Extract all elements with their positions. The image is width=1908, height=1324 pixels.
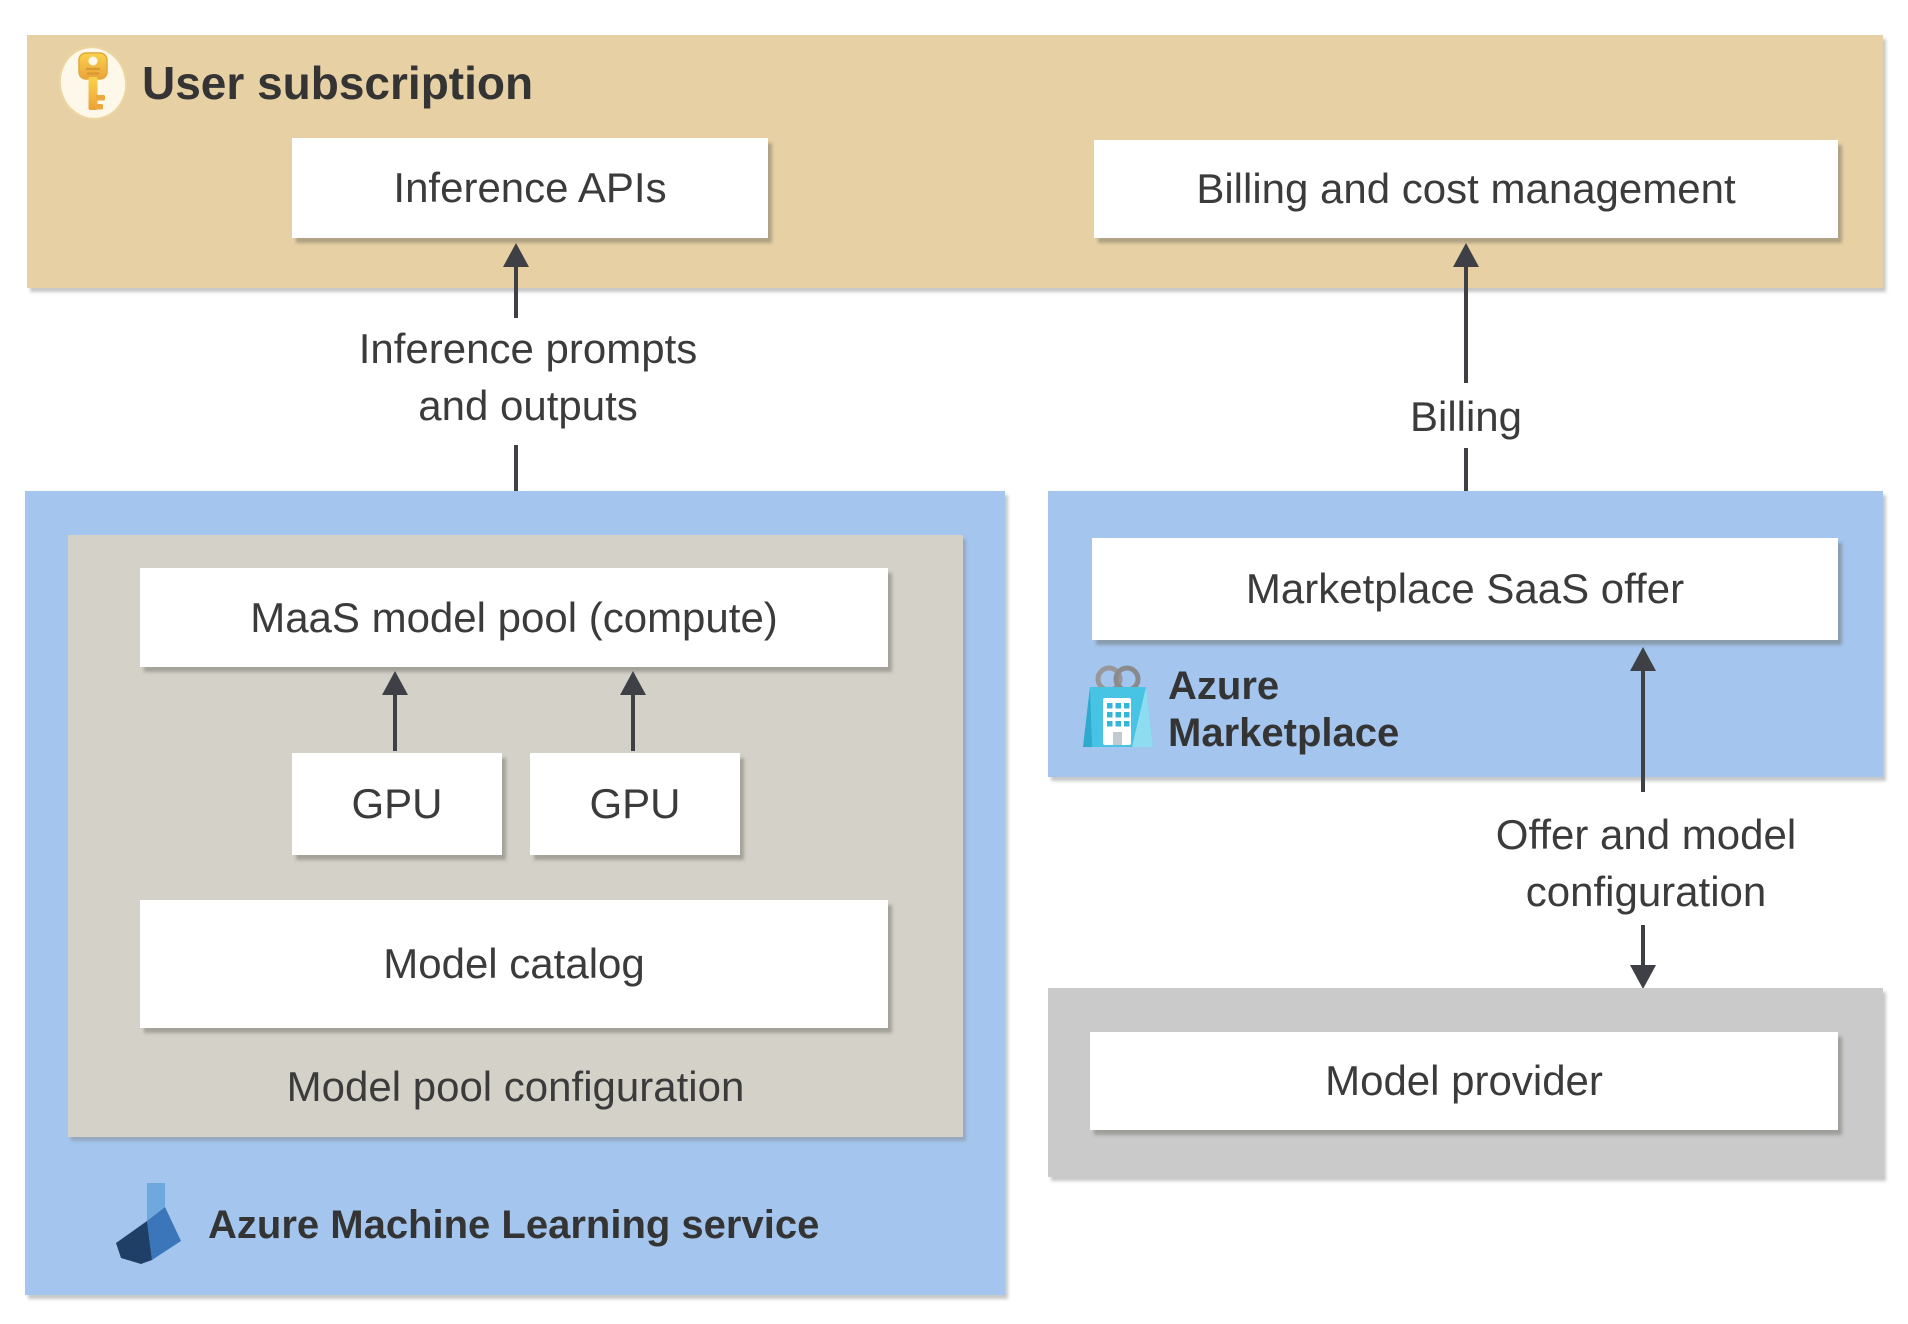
inference-flow-label: Inference prompts and outputs [278,320,778,434]
gpu-box-2: GPU [530,753,740,855]
key-icon [57,44,129,127]
marketplace-title-line2: Marketplace [1168,711,1400,755]
marketplace-title: Azure Marketplace [1168,663,1399,757]
arrow-gpu2-up [620,671,646,751]
inference-apis-box: Inference APIs [292,138,768,238]
inference-flow-label-line1: Inference prompts [358,325,698,372]
aml-flask-icon [110,1181,186,1270]
aml-title-row: Azure Machine Learning service [110,1181,820,1270]
arrow-inference-up [503,243,529,318]
arrow-gpu1-up [382,671,408,751]
inference-flow-label-line2: and outputs [418,382,638,429]
model-catalog-box: Model catalog [140,900,888,1028]
arrow-billing-up [1453,243,1479,383]
offer-flow-label: Offer and model configuration [1396,806,1896,920]
arrow-offer-up [1630,647,1656,792]
model-provider-box: Model provider [1090,1032,1838,1130]
billing-cost-management-box: Billing and cost management [1094,140,1838,238]
aml-service-title: Azure Machine Learning service [208,1202,820,1247]
user-subscription-title: User subscription [142,57,534,109]
marketplace-saas-offer-box: Marketplace SaaS offer [1092,538,1838,640]
arrow-offer-down [1630,925,1656,989]
offer-flow-label-line2: configuration [1525,868,1767,915]
billing-flow-label: Billing [1409,393,1523,440]
shopping-bag-icon [1082,662,1158,757]
gpu-box-1: GPU [292,753,502,855]
model-pool-config-label: Model pool configuration [286,1063,745,1110]
marketplace-title-line1: Azure [1168,664,1280,708]
maas-model-pool-box: MaaS model pool (compute) [140,568,888,667]
offer-flow-label-line1: Offer and model [1495,811,1797,858]
